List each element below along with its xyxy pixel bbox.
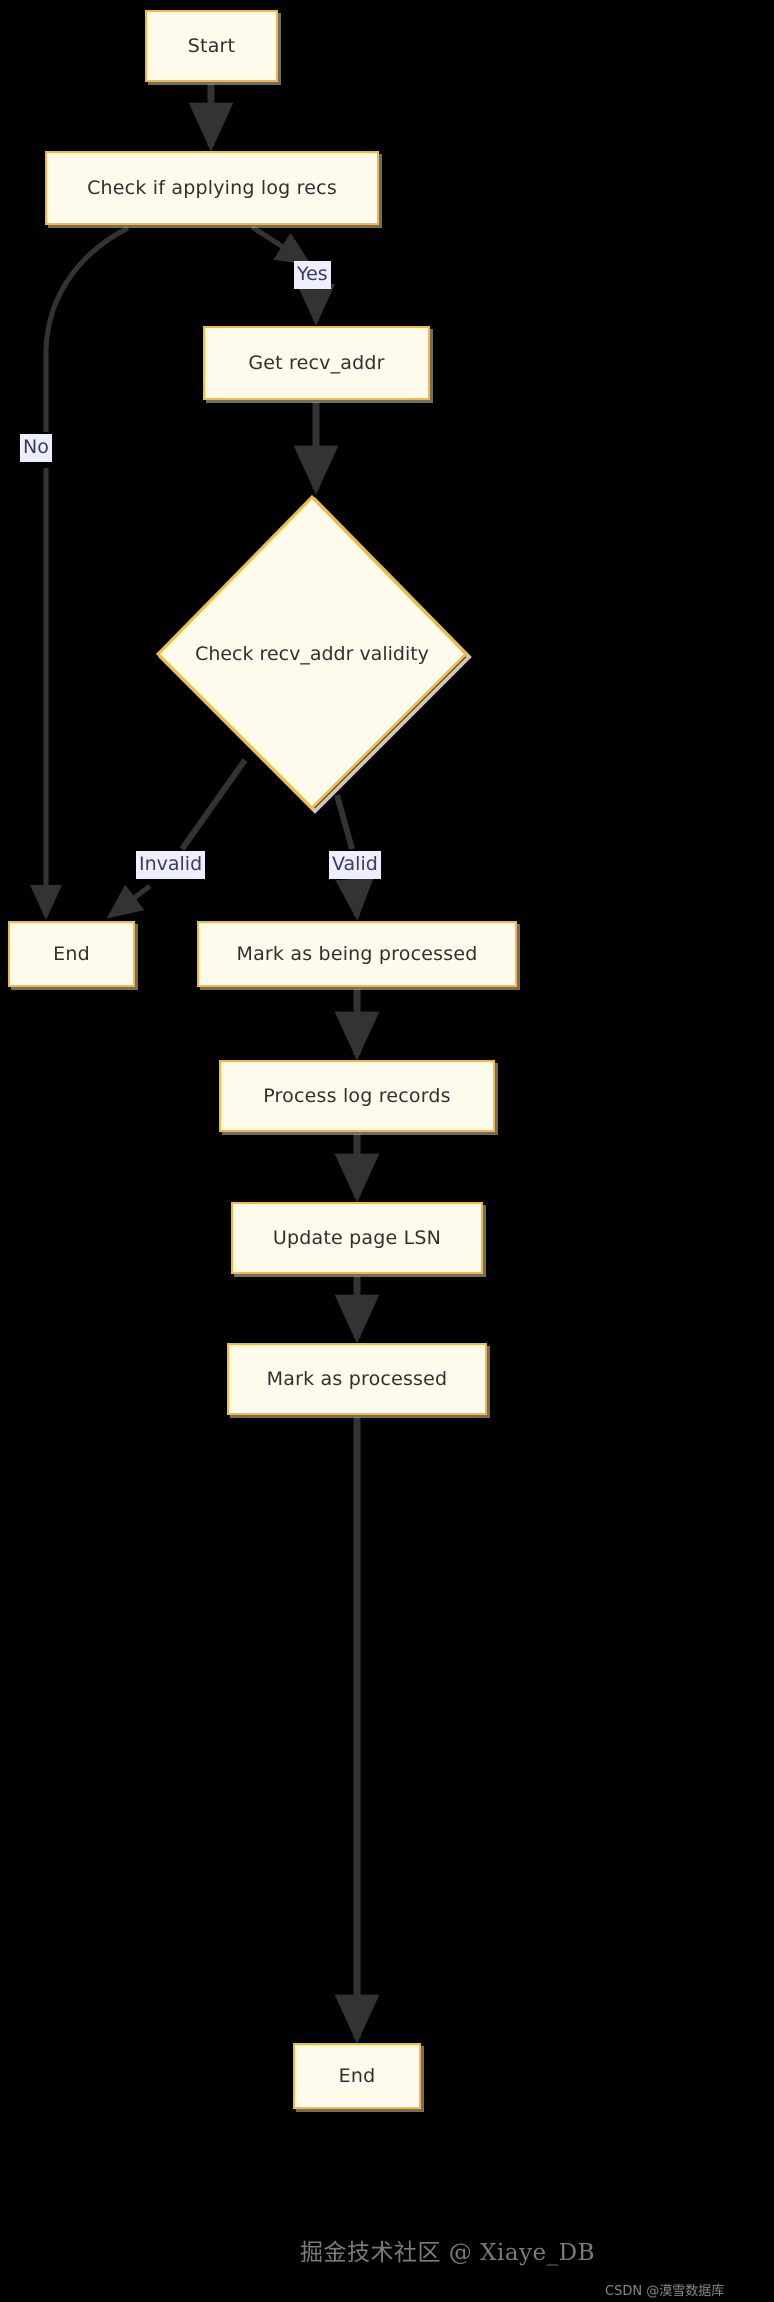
edge-check-apply-to-yes: [250, 224, 312, 266]
node-get-recv-addr-label: Get recv_addr: [248, 352, 385, 374]
edge-check-apply-to-no: [43, 225, 130, 432]
watermark-primary: 掘金技术社区 @ Xiaye_DB: [300, 2240, 596, 2266]
edge-label-valid: Valid: [329, 851, 381, 879]
node-process-log-records[interactable]: Process log records: [219, 1060, 495, 1132]
watermark-secondary: CSDN @漠雪数据库: [605, 2284, 725, 2299]
node-process-log-records-label: Process log records: [263, 1085, 451, 1107]
node-mark-as-being-processed[interactable]: Mark as being processed: [197, 921, 517, 987]
node-update-page-lsn-label: Update page LSN: [272, 1227, 442, 1249]
node-check-if-applying-log-recs[interactable]: Check if applying log recs: [45, 151, 379, 225]
node-get-recv-addr[interactable]: Get recv_addr: [203, 326, 430, 400]
node-end-left[interactable]: End: [8, 921, 135, 987]
node-check-recv-addr-validity[interactable]: Check recv_addr validity: [152, 494, 472, 814]
diamond-shape: [155, 494, 472, 814]
node-end-left-label: End: [53, 943, 90, 965]
node-start-label: Start: [187, 35, 236, 57]
node-check-recv-addr-validity-label: Check recv_addr validity: [195, 643, 429, 665]
node-update-page-lsn[interactable]: Update page LSN: [231, 1202, 483, 1274]
node-end-bottom[interactable]: End: [293, 2043, 421, 2109]
node-mark-as-being-processed-label: Mark as being processed: [236, 943, 478, 965]
node-start[interactable]: Start: [145, 10, 278, 82]
edge-valid-to-mark-being: [335, 877, 374, 921]
edge-label-invalid: Invalid: [136, 851, 206, 879]
node-mark-as-processed-label: Mark as processed: [266, 1368, 448, 1390]
node-check-if-applying-log-recs-label: Check if applying log recs: [87, 177, 337, 199]
edge-label-yes: Yes: [294, 261, 331, 289]
node-end-bottom-label: End: [338, 2065, 376, 2087]
edge-invalid-to-end-left: [106, 884, 152, 919]
edge-label-no: No: [20, 434, 52, 462]
node-mark-as-processed[interactable]: Mark as processed: [227, 1343, 487, 1415]
